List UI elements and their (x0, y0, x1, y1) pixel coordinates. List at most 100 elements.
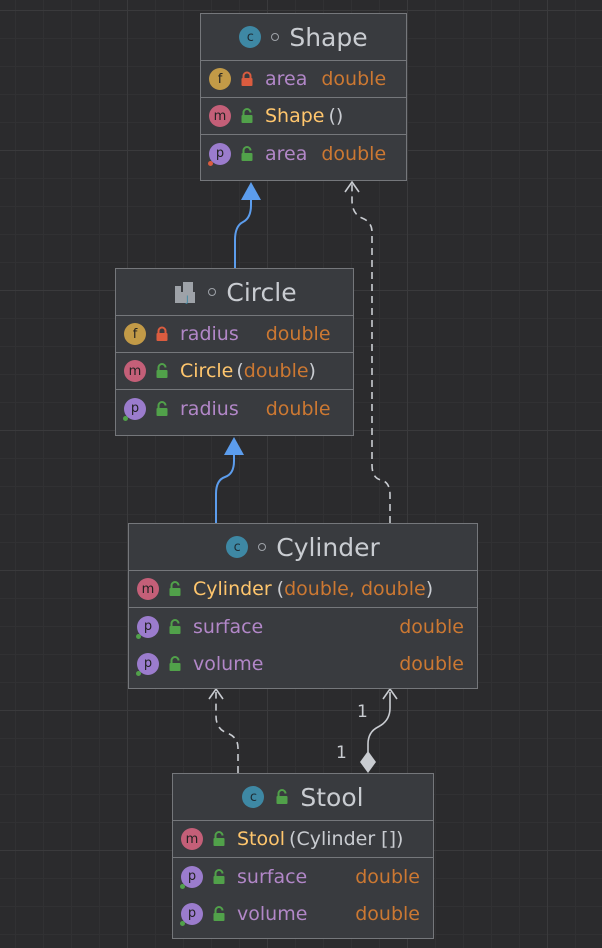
package-private-icon (271, 33, 280, 41)
property-name: radius (180, 397, 239, 420)
inheritance-arrowhead-circle (224, 437, 244, 455)
class-header: c Cylinder (129, 524, 477, 571)
class-name: Stool (300, 782, 364, 812)
property-icon-letter: p (215, 146, 225, 161)
public-unlock-icon (241, 145, 253, 161)
edge-stool-composes-cylinder (367, 692, 391, 752)
class-header: c Stool (173, 774, 433, 821)
constructor-row[interactable]: m Stool (Cylinder []) (173, 821, 433, 858)
public-unlock-icon (213, 868, 225, 884)
param-separator: , (348, 578, 361, 600)
property-name: surface (237, 865, 308, 888)
field-name: area (265, 68, 308, 90)
composition-arrowhead-cylinder (382, 687, 398, 700)
property-row[interactable]: p area double (201, 135, 406, 172)
property-type: double (355, 865, 420, 888)
field-type: double (321, 68, 387, 90)
constructor-row[interactable]: m Cylinder ( double , double ) (129, 571, 477, 608)
edge-cylinder-depends-shape (351, 184, 391, 523)
public-unlock-icon (169, 655, 181, 671)
class-icon: c (242, 786, 265, 808)
property-name: volume (237, 902, 308, 925)
constructor-name: Stool (237, 828, 286, 850)
param-type-2: double (360, 578, 426, 600)
class-name: Cylinder (276, 532, 380, 562)
method-icon: m (181, 828, 203, 850)
constructor-params: (Cylinder []) (289, 828, 404, 850)
property-name: surface (193, 615, 264, 638)
paren-open: ( (236, 360, 244, 382)
constructor-params: () (328, 105, 344, 127)
property-row[interactable]: p surface double (129, 608, 477, 645)
edge-cylinder-extends-circle (215, 455, 235, 523)
property-dot-icon (136, 633, 141, 639)
property-name: area (265, 142, 308, 165)
edge-circle-extends-shape (234, 200, 252, 268)
class-header: J Circle (116, 269, 353, 316)
field-icon: f (209, 68, 231, 90)
property-dot-icon (123, 415, 128, 421)
constructor-row[interactable]: m Circle ( double ) (116, 353, 353, 390)
property-icon: p (180, 865, 203, 889)
private-lock-icon (156, 326, 168, 341)
field-type: double (265, 323, 331, 345)
field-row[interactable]: f area double (201, 61, 406, 98)
class-header: c Shape (201, 14, 406, 61)
property-icon-letter: p (130, 401, 140, 416)
class-icon: c (239, 26, 262, 48)
dependency-arrowhead-cylinder (208, 687, 224, 700)
method-icon: m (124, 360, 146, 382)
constructor-name: Circle (180, 360, 234, 382)
private-lock-icon (241, 71, 253, 86)
param-type: double (243, 360, 309, 382)
multiplicity-stool-side: 1 (336, 743, 347, 763)
public-unlock-icon (169, 581, 181, 596)
multiplicity-cylinder-side: 1 (357, 702, 368, 722)
class-name: Circle (226, 277, 297, 307)
paren-open: ( (276, 578, 285, 600)
property-dot-icon (180, 920, 185, 926)
property-row[interactable]: p volume double (129, 645, 477, 682)
property-dot-icon (208, 160, 213, 166)
dependency-arrowhead-shape (344, 180, 360, 193)
property-icon: p (180, 902, 203, 926)
inheritance-arrowhead-shape (241, 182, 261, 200)
property-row[interactable]: p radius double (116, 390, 353, 427)
property-icon-letter: p (187, 869, 197, 884)
property-row[interactable]: p surface double (173, 858, 433, 895)
public-unlock-icon (169, 618, 181, 634)
property-type: double (399, 652, 464, 675)
property-type: double (265, 397, 331, 420)
property-type: double (321, 142, 387, 165)
property-icon-letter: p (143, 619, 153, 634)
class-node-circle[interactable]: J Circle f radius double m Circle ( doub… (115, 268, 354, 436)
public-unlock-icon (276, 789, 288, 804)
property-icon-letter: p (187, 906, 197, 921)
property-dot-icon (180, 883, 185, 889)
constructor-name: Cylinder (193, 578, 272, 600)
class-icon: c (226, 536, 249, 558)
class-node-cylinder[interactable]: c Cylinder m Cylinder ( double , double … (128, 523, 478, 689)
property-icon-letter: p (143, 656, 153, 671)
java-class-file-icon: J (175, 282, 196, 305)
package-private-icon (258, 543, 267, 551)
param-type-1: double (284, 578, 349, 600)
package-private-icon (208, 288, 217, 296)
public-unlock-icon (156, 400, 168, 416)
property-type: double (355, 902, 420, 925)
constructor-row[interactable]: m Shape () (201, 98, 406, 135)
svg-text:J: J (185, 295, 189, 305)
method-icon: m (209, 105, 231, 127)
field-name: radius (180, 323, 239, 345)
constructor-name: Shape (265, 105, 325, 127)
field-row[interactable]: f radius double (116, 316, 353, 353)
public-unlock-icon (213, 831, 225, 846)
field-icon: f (124, 323, 146, 345)
class-node-shape[interactable]: c Shape f area double m Shape () p area … (200, 13, 407, 181)
public-unlock-icon (156, 363, 168, 378)
paren-close: ) (308, 360, 316, 382)
property-row[interactable]: p volume double (173, 895, 433, 932)
class-node-stool[interactable]: c Stool m Stool (Cylinder []) p surface … (172, 773, 434, 939)
property-name: volume (193, 652, 264, 675)
